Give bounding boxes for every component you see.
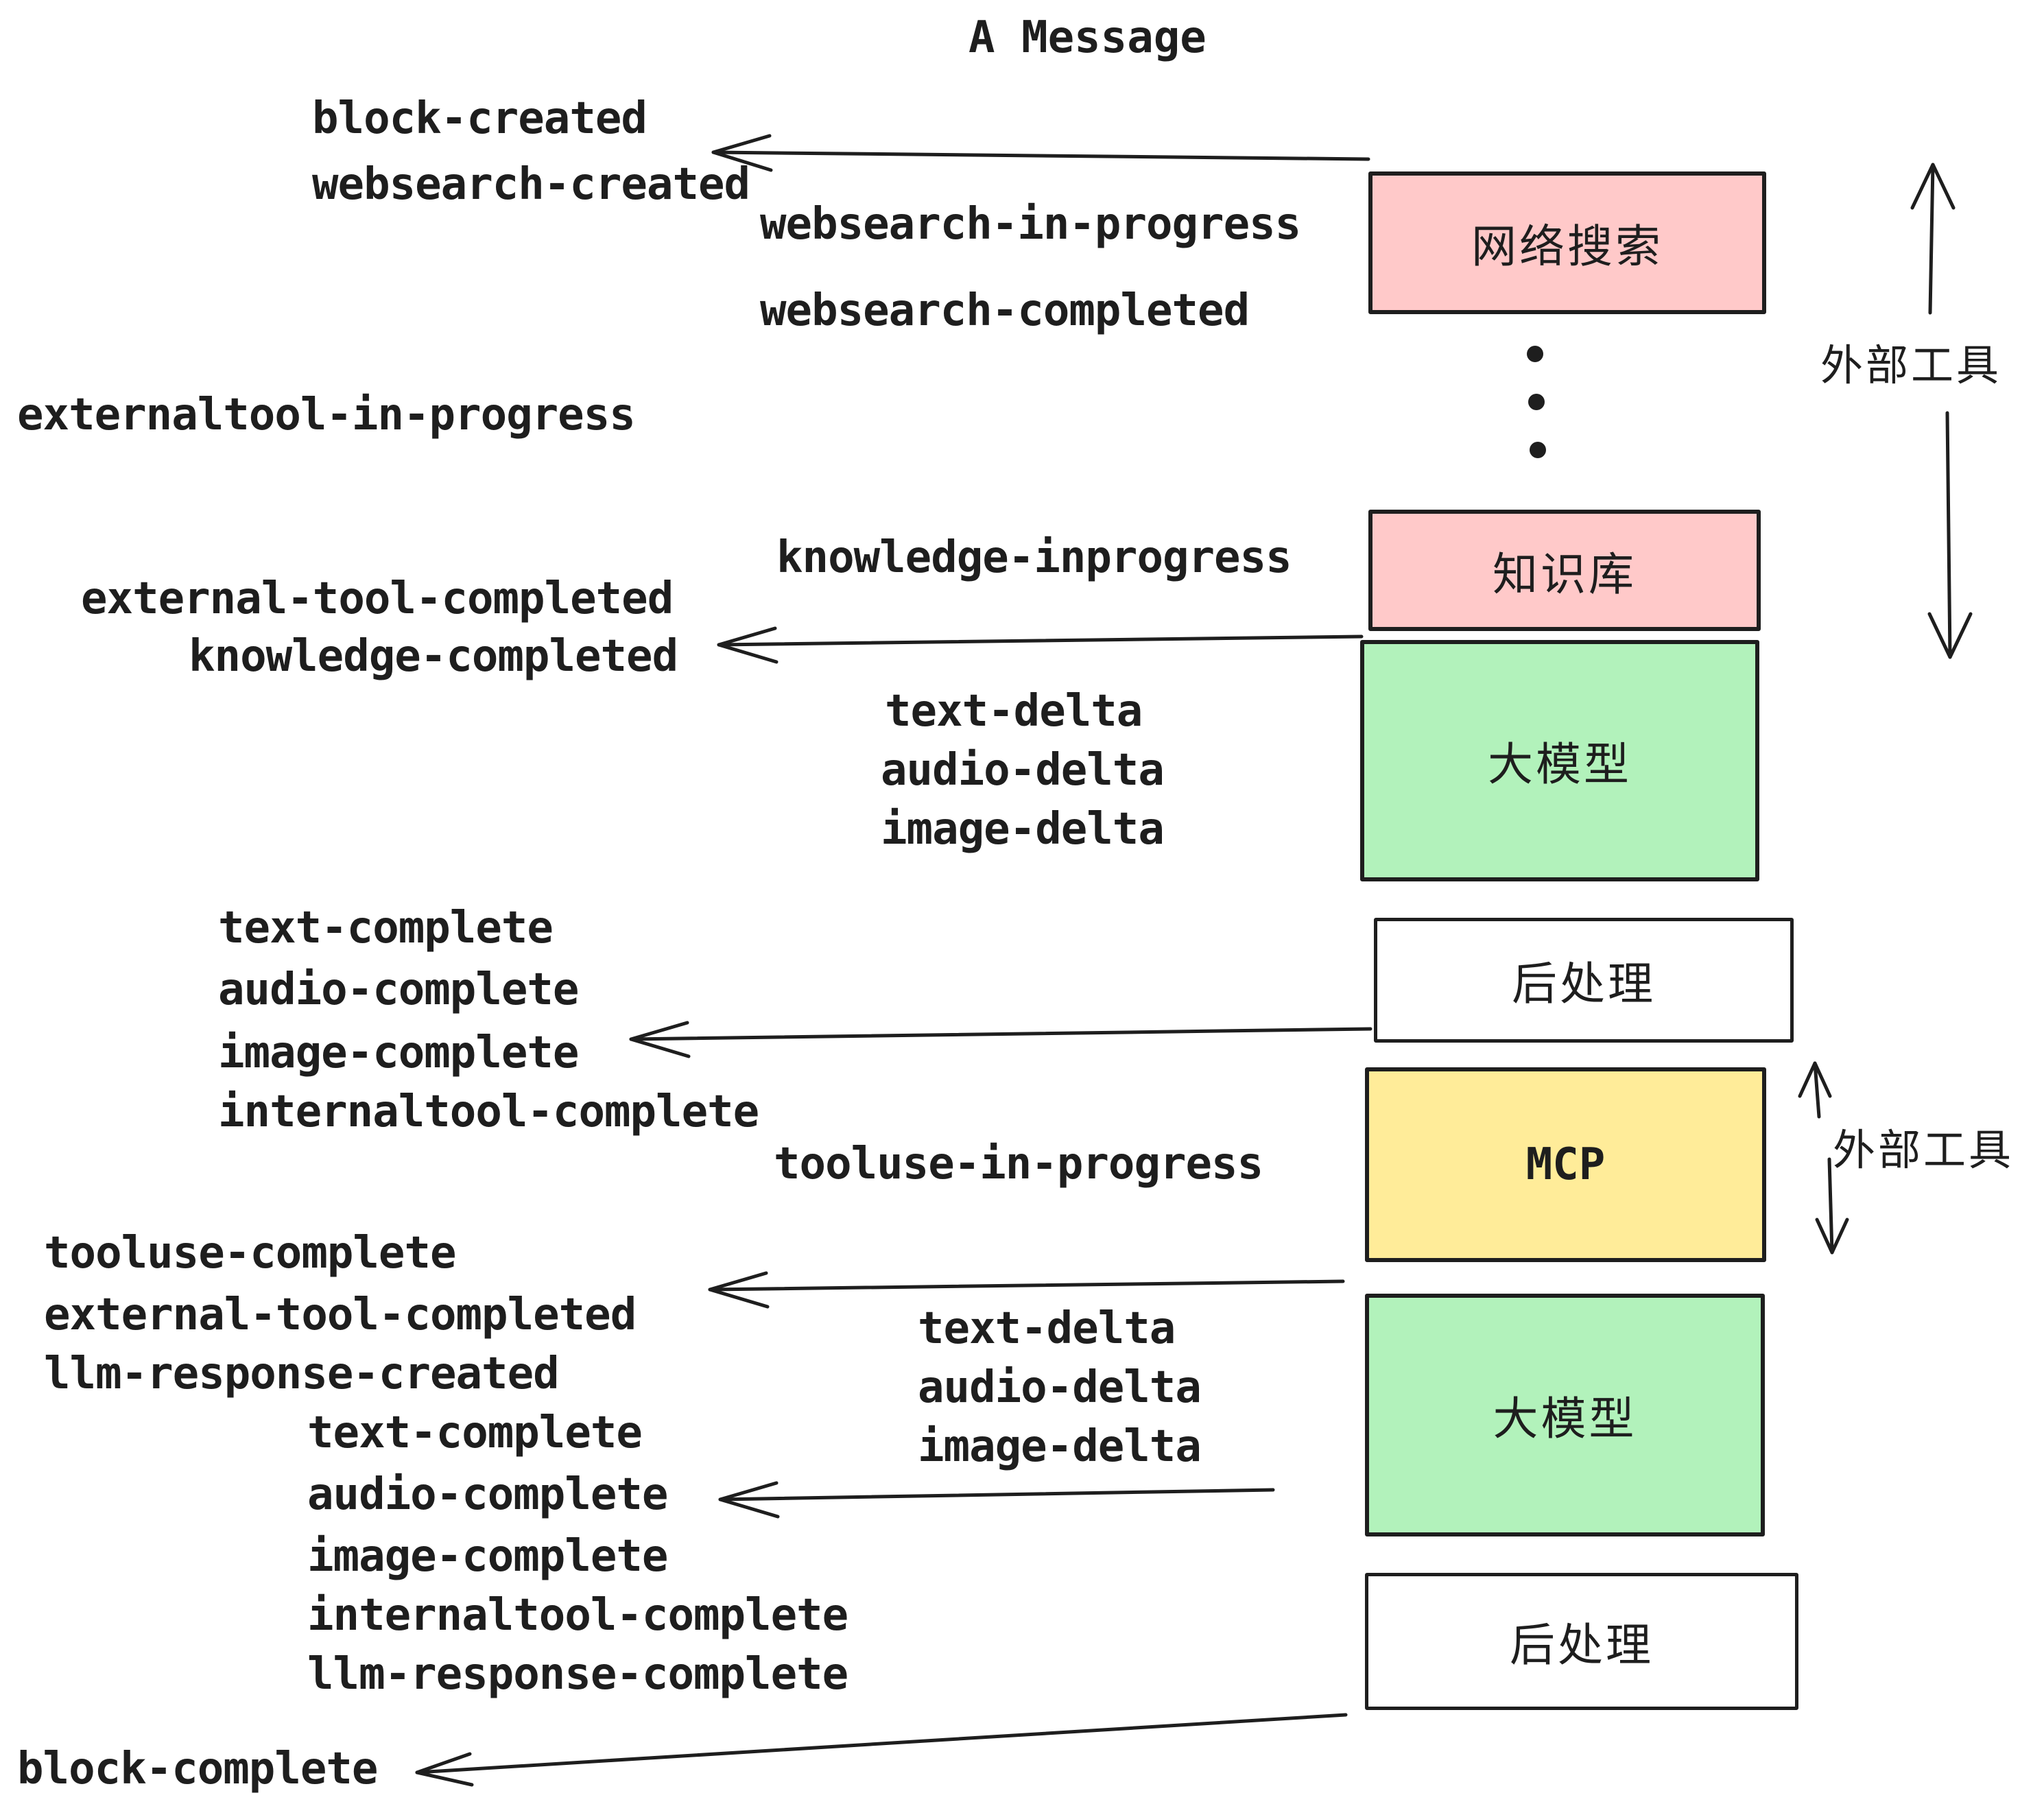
arrow-to-knowledge-completed: [717, 626, 1364, 664]
box-llm-bottom: 大模型: [1365, 1294, 1765, 1536]
event-label-text-delta-1: text-delta: [885, 686, 1143, 737]
box-websearch-label: 网络搜索: [1471, 221, 1663, 272]
diagram-title: A Message: [968, 12, 1207, 63]
event-label-internaltool-complete-1: internaltool-complete: [218, 1087, 759, 1137]
event-label-block-complete: block-complete: [17, 1744, 378, 1794]
arrow-to-image-complete: [629, 1021, 1372, 1058]
event-label-llm-response-created: llm-response-created: [44, 1349, 560, 1399]
event-label-audio-delta-1: audio-delta: [881, 745, 1165, 796]
event-label-image-complete-2: image-complete: [307, 1531, 668, 1582]
box-knowledge: 知识库: [1368, 510, 1761, 631]
vertical-ellipsis: [1527, 346, 1546, 458]
event-label-audio-complete-1: audio-complete: [218, 964, 579, 1015]
event-label-audio-delta-2: audio-delta: [918, 1362, 1202, 1413]
box-postprocess-bottom: 后处理: [1365, 1573, 1798, 1710]
event-label-external-tool-completed-1: external-tool-completed: [81, 573, 674, 624]
external-tools-upper-arrow: [1910, 163, 1973, 659]
event-label-externaltool-in-progress: externaltool-in-progress: [17, 390, 636, 440]
box-knowledge-label: 知识库: [1493, 548, 1637, 600]
box-llm-top: 大模型: [1360, 640, 1759, 881]
box-postprocess-top: 后处理: [1374, 918, 1794, 1043]
event-label-knowledge-inprogress: knowledge-inprogress: [776, 532, 1292, 583]
event-label-audio-complete-2: audio-complete: [307, 1469, 668, 1520]
box-mcp: MCP: [1365, 1067, 1766, 1262]
box-websearch: 网络搜索: [1368, 171, 1766, 314]
box-llm-top-label: 大模型: [1488, 739, 1632, 790]
box-postprocess-top-label: 后处理: [1512, 958, 1656, 1009]
event-label-image-delta-1: image-delta: [881, 804, 1165, 855]
event-label-text-complete-2: text-complete: [307, 1408, 643, 1458]
arrow-to-block-complete: [415, 1713, 1348, 1787]
event-label-image-complete-1: image-complete: [218, 1028, 579, 1078]
event-label-tooluse-complete: tooluse-complete: [44, 1228, 456, 1279]
box-postprocess-bottom-label: 后处理: [1510, 1619, 1654, 1670]
arrow-to-audio-complete: [718, 1481, 1275, 1519]
event-label-websearch-created: websearch-created: [312, 159, 750, 210]
external-tools-upper-label: 外部工具: [1820, 342, 2002, 390]
event-label-llm-response-complete: llm-response-complete: [307, 1649, 848, 1700]
arrow-to-tooluse-complete: [708, 1271, 1345, 1309]
event-label-websearch-in-progress: websearch-in-progress: [760, 199, 1301, 250]
event-label-tooluse-in-progress: tooluse-in-progress: [774, 1139, 1263, 1189]
event-label-image-delta-2: image-delta: [918, 1421, 1202, 1472]
event-label-knowledge-completed: knowledge-completed: [189, 631, 678, 682]
box-llm-bottom-label: 大模型: [1493, 1393, 1637, 1444]
external-tools-lower-label: 外部工具: [1833, 1127, 2015, 1174]
event-label-external-tool-completed-2: external-tool-completed: [44, 1290, 637, 1340]
external-tools-lower-arrow: [1798, 1061, 1849, 1255]
event-label-block-created: block-created: [312, 93, 647, 144]
box-mcp-label: MCP: [1525, 1139, 1606, 1190]
event-label-text-delta-2: text-delta: [918, 1303, 1176, 1354]
event-label-internaltool-complete-2: internaltool-complete: [307, 1590, 848, 1641]
arrow-to-block-created: [711, 134, 1370, 172]
event-label-websearch-completed: websearch-completed: [760, 285, 1250, 336]
event-label-text-complete-1: text-complete: [218, 903, 554, 953]
